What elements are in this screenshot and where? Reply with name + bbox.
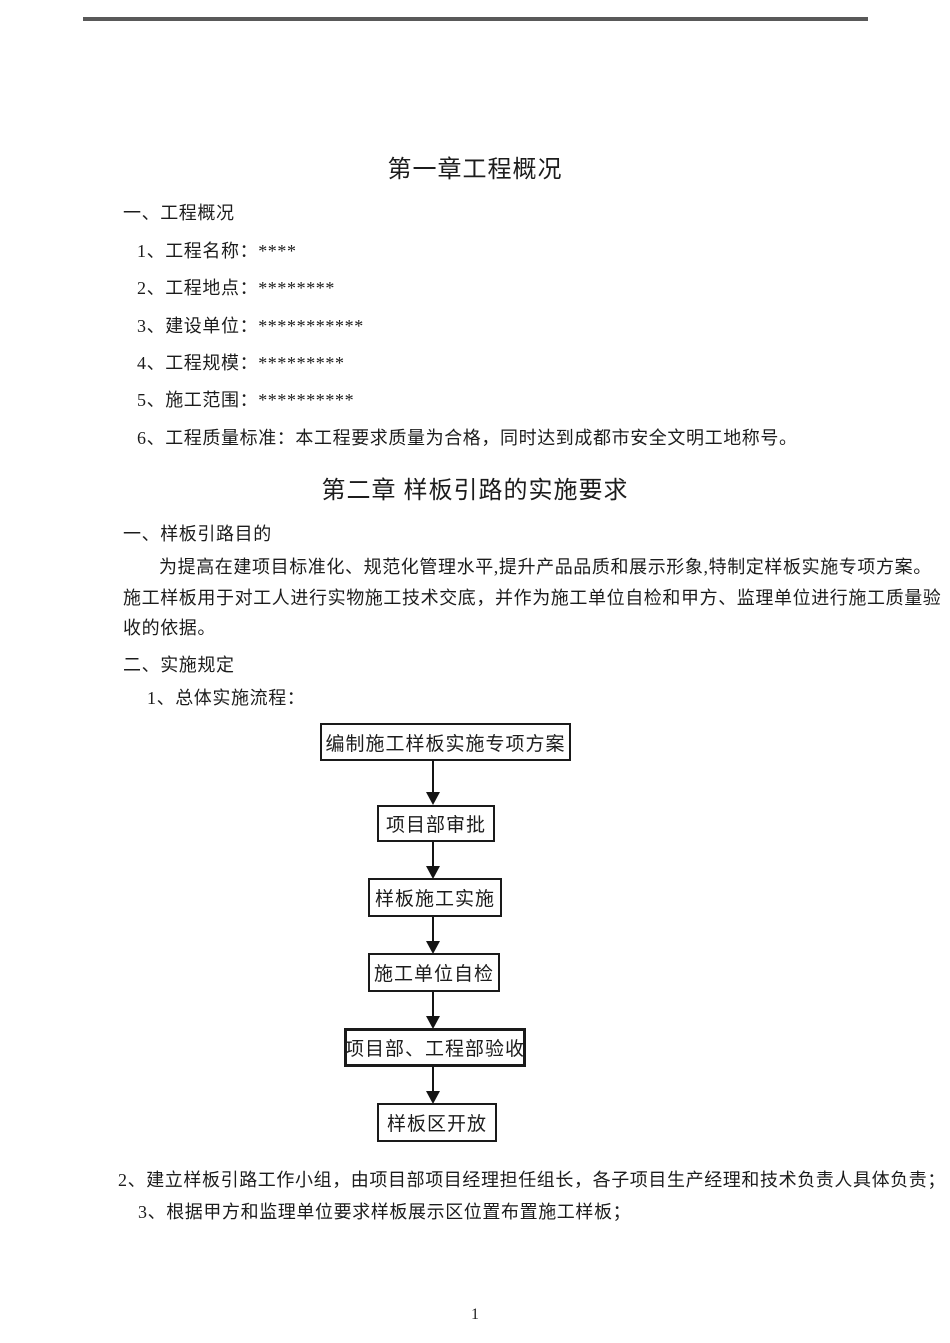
flow-step: 施工单位自检	[368, 953, 500, 992]
top-rule	[83, 17, 868, 21]
flow-step: 样板施工实施	[368, 878, 502, 917]
chapter2-title: 第二章 样板引路的实施要求	[321, 478, 629, 504]
chapter1-item: 3、建设单位：***********	[137, 316, 364, 336]
chapter1-title: 第一章工程概况	[387, 157, 563, 183]
chapter1-item: 6、工程质量标准：本工程要求质量为合格，同时达到成都市安全文明工地称号。	[137, 428, 798, 448]
chapter2-item: 2、建立样板引路工作小组，由项目部项目经理担任组长，各子项目生产经理和技术负责人…	[118, 1170, 946, 1190]
chapter2-section1-heading: 一、样板引路目的	[123, 524, 272, 544]
chapter2-section2-heading: 二、实施规定	[123, 655, 235, 675]
chapter1-heading: 一、工程概况	[123, 203, 235, 223]
paragraph-line: 为提高在建项目标准化、规范化管理水平,提升产品品质和展示形象,特制定样板实施专项…	[159, 557, 932, 577]
chapter1-item: 5、施工范围：**********	[137, 390, 355, 410]
chapter1-item: 1、工程名称：****	[137, 241, 297, 261]
flow-step: 编制施工样板实施专项方案	[320, 723, 571, 761]
chapter1-item: 2、工程地点：********	[137, 278, 335, 298]
chapter2-item: 3、根据甲方和监理单位要求样板展示区位置布置施工样板；	[138, 1202, 632, 1222]
flow-step: 项目部、工程部验收	[344, 1028, 526, 1067]
paragraph-line: 施工样板用于对工人进行实物施工技术交底，并作为施工单位自检和甲方、监理单位进行施…	[123, 588, 942, 608]
flow-label: 1、总体实施流程：	[147, 688, 306, 708]
flow-step: 样板区开放	[377, 1103, 497, 1142]
flow-step: 项目部审批	[377, 805, 495, 842]
chapter1-item: 4、工程规模：*********	[137, 353, 345, 373]
paragraph-line: 收的依据。	[123, 618, 216, 638]
page-number: 1	[471, 1306, 479, 1323]
